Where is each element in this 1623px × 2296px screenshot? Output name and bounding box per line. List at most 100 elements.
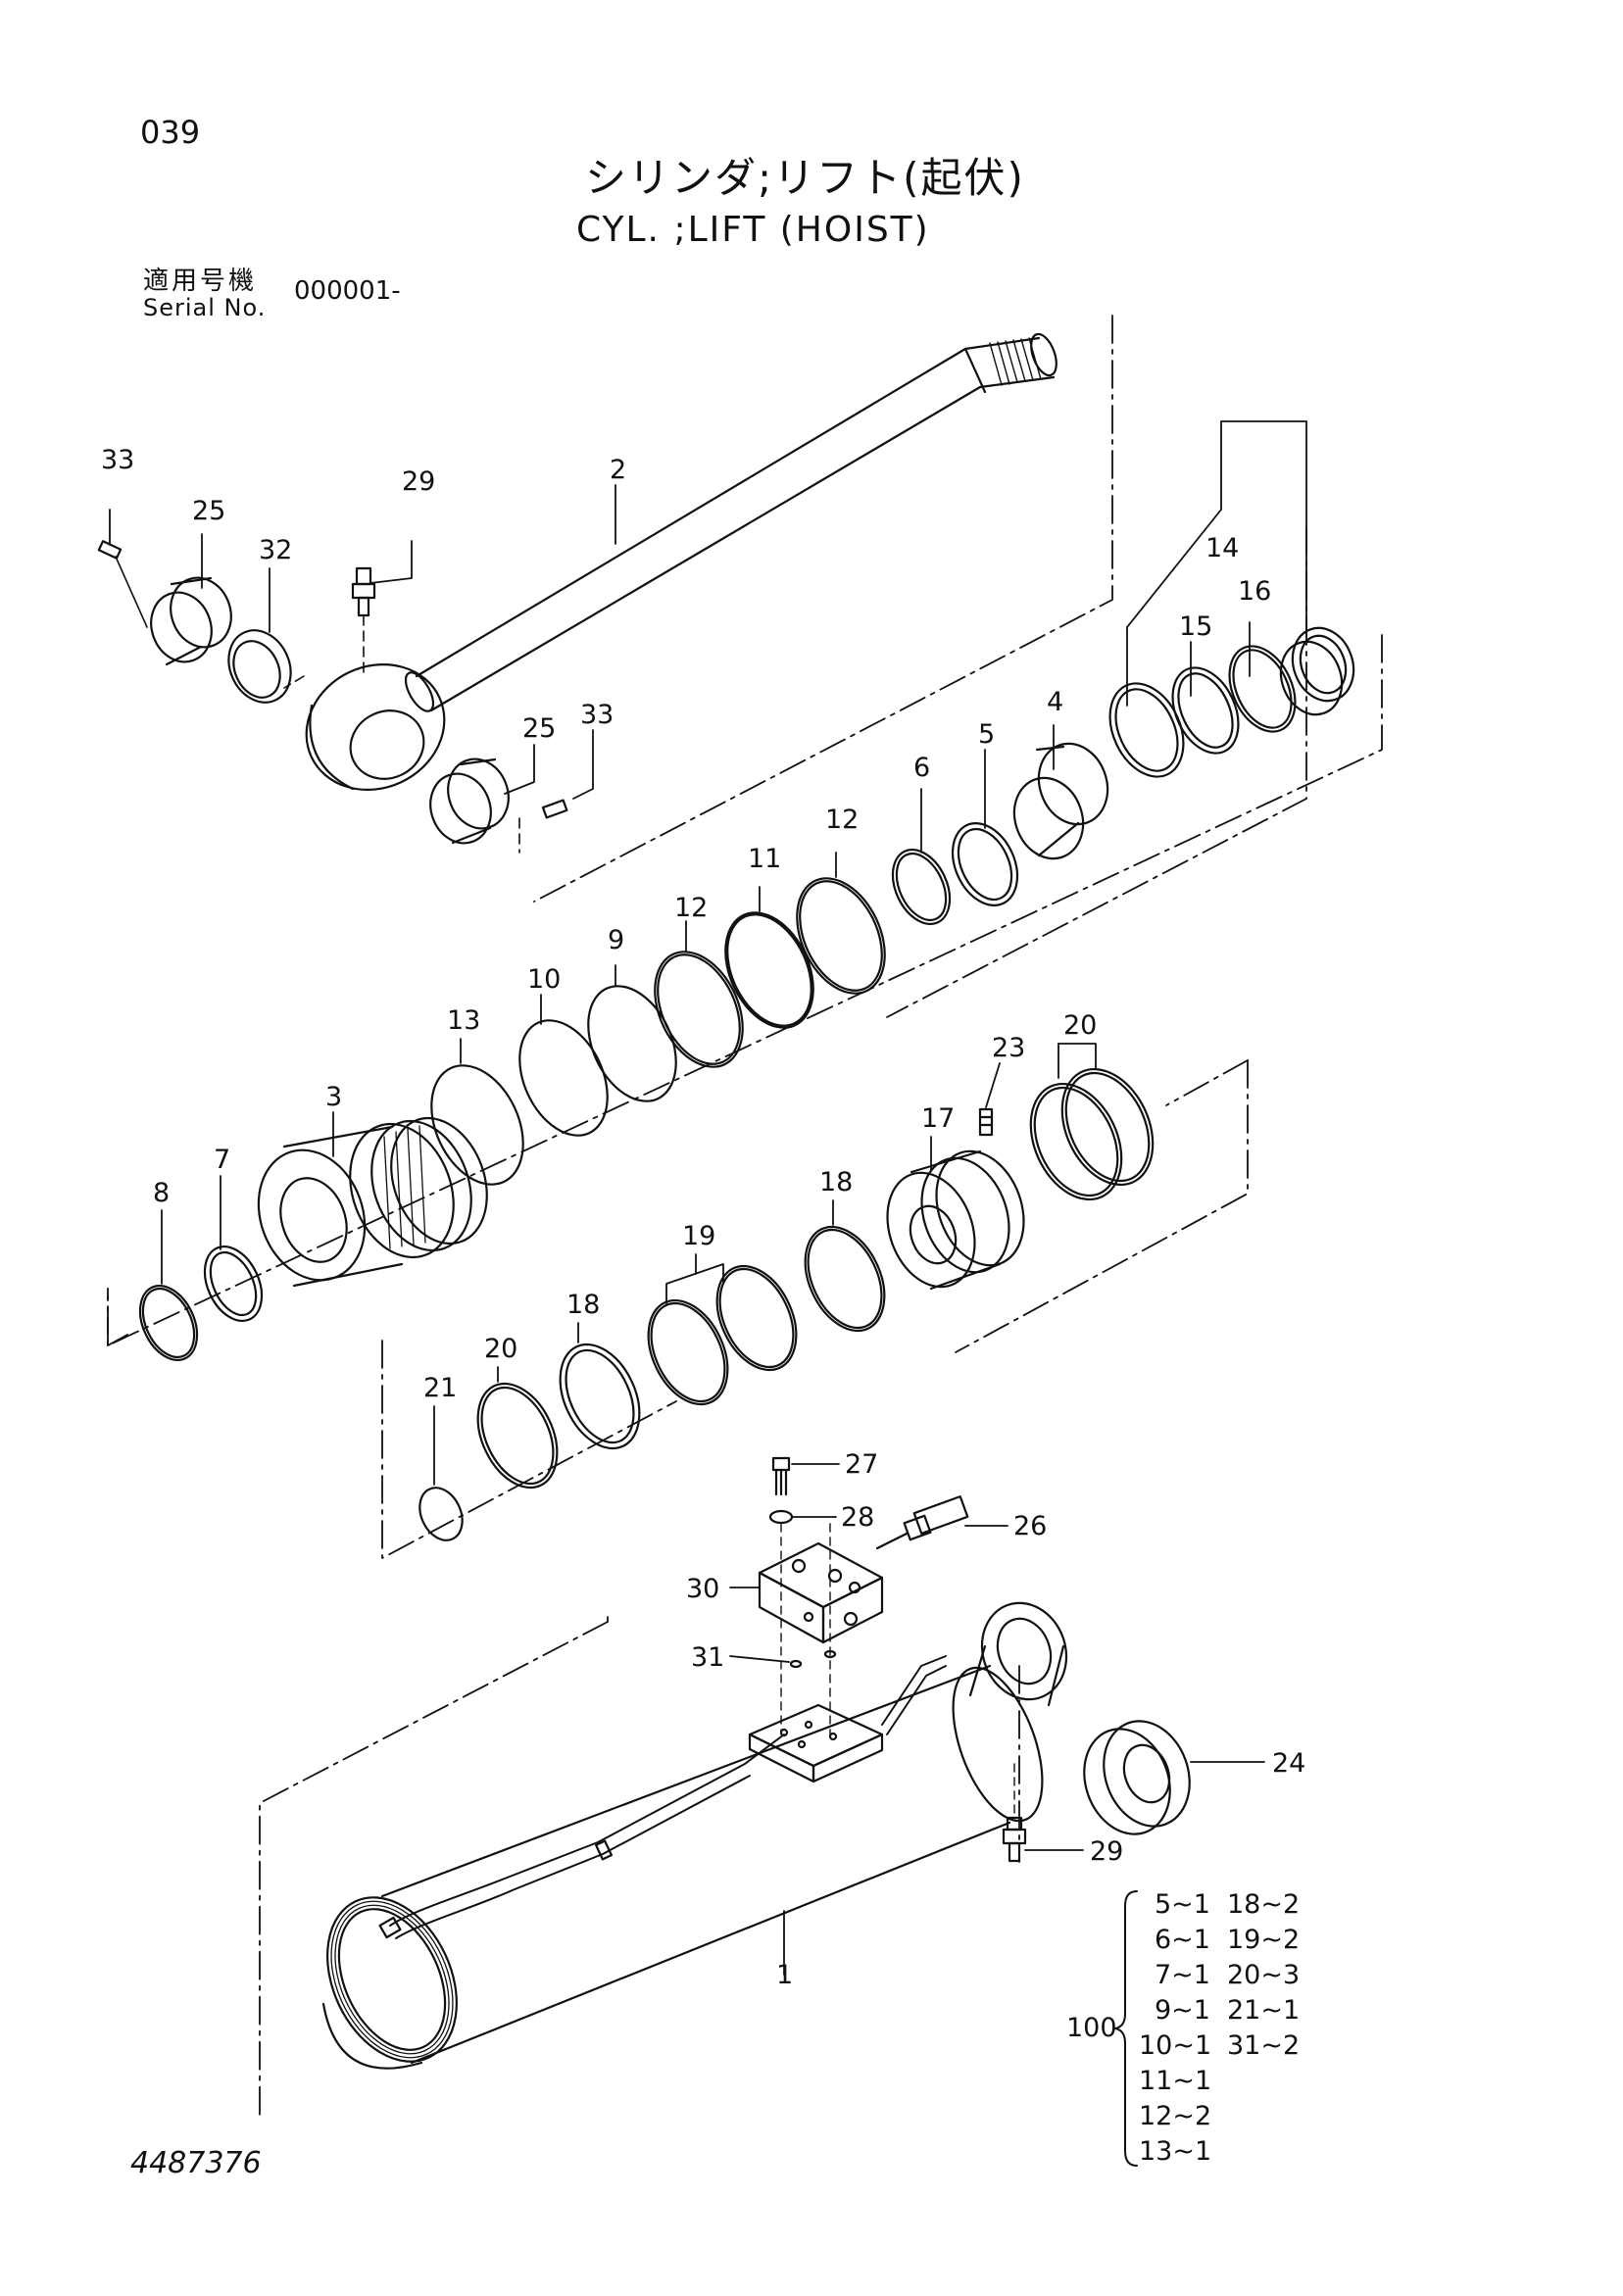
bushing-25-lower [429, 757, 510, 845]
callout-29-lower: 29 [1090, 1836, 1123, 1867]
callout-32: 32 [259, 535, 292, 565]
callout-30: 30 [686, 1574, 719, 1604]
callout-33-upper: 33 [101, 445, 134, 475]
rings-14-15-16 [1108, 626, 1355, 778]
kit-col1-row3: 7~1 [1155, 1960, 1210, 1990]
group-boundaries [107, 315, 1383, 2118]
kit-col2-row5: 31~2 [1227, 2030, 1300, 2061]
callout-1: 1 [776, 1960, 793, 1990]
bushing-4 [1012, 742, 1109, 860]
ring-11 [724, 911, 814, 1029]
serial-label-english: Serial No. [143, 294, 267, 321]
piston-rod-part-2 [305, 332, 1057, 792]
title-english: CYL. ;LIFT (HOIST) [576, 210, 930, 250]
callout-19: 19 [682, 1221, 715, 1251]
document-number: 4487376 [130, 2146, 262, 2180]
ring-13 [430, 1064, 524, 1186]
seal-32 [227, 629, 292, 704]
callout-2: 2 [610, 455, 626, 485]
bushing-25-upper [150, 576, 232, 666]
kit-col1-row7: 12~2 [1139, 2101, 1211, 2131]
ring-9 [587, 985, 677, 1102]
mounting-pad [748, 1703, 884, 1783]
kit-col2-row4: 21~1 [1227, 1995, 1300, 2026]
kit-col1-row1: 5~1 [1155, 1889, 1210, 1920]
callout-4: 4 [1047, 687, 1063, 717]
washer-28 [768, 1509, 794, 1525]
callout-8: 8 [153, 1178, 170, 1208]
callout-12-lower: 12 [674, 893, 708, 923]
callout-23: 23 [992, 1033, 1025, 1063]
callout-17: 17 [921, 1103, 955, 1134]
callout-6: 6 [913, 753, 930, 783]
serial-number-value: 000001- [294, 276, 401, 306]
kit-col2-row3: 20~3 [1227, 1960, 1300, 1990]
rings-19 [647, 1264, 798, 1406]
piston-part-17 [886, 1149, 1025, 1291]
kit-col1-row8: 13~1 [1139, 2136, 1211, 2167]
kit-col2-row2: 19~2 [1227, 1925, 1300, 1955]
serial-label-japanese: 適用号機 [143, 267, 258, 296]
relief-valve-26 [875, 1495, 969, 1550]
callout-28: 28 [841, 1502, 874, 1533]
callout-25-upper: 25 [192, 496, 225, 526]
callout-10: 10 [527, 964, 561, 995]
o-ring-21 [418, 1487, 464, 1541]
page-number: 039 [140, 114, 201, 151]
grease-fitting-29-upper [351, 566, 376, 677]
callout-20-lower: 20 [484, 1334, 517, 1364]
callout-labels: 33 25 32 29 2 25 33 14 15 16 4 5 6 12 11… [101, 445, 1305, 1990]
callout-26: 26 [1013, 1511, 1047, 1541]
callout-16: 16 [1238, 576, 1271, 607]
callout-29-upper: 29 [402, 466, 435, 497]
kit-col1-row6: 11~1 [1139, 2066, 1211, 2096]
cylinder-tube-part-1 [321, 1601, 1068, 2070]
callout-18-upper: 18 [819, 1167, 853, 1197]
ring-18-upper [804, 1225, 886, 1333]
grease-fitting-29-lower [1002, 1763, 1027, 1863]
ring-20-lower [476, 1382, 559, 1490]
callout-15: 15 [1179, 611, 1212, 642]
callout-25-lower: 25 [522, 713, 556, 744]
callout-3: 3 [325, 1082, 342, 1112]
ring-6 [891, 849, 952, 925]
callout-21: 21 [423, 1373, 457, 1403]
screw-27 [771, 1456, 791, 1496]
set-screw-23 [978, 1107, 994, 1137]
kit-col1-row2: 6~1 [1155, 1925, 1210, 1955]
callout-24: 24 [1272, 1748, 1305, 1779]
valve-block-30 [758, 1541, 884, 1644]
ring-10 [518, 1019, 609, 1137]
seal-7 [203, 1246, 264, 1322]
callout-33-lower: 33 [580, 700, 614, 730]
kit-col1-row5: 10~1 [1139, 2030, 1211, 2061]
callout-27: 27 [845, 1449, 878, 1480]
callout-14: 14 [1205, 533, 1239, 563]
set-screw-33-lower [518, 799, 568, 854]
rings-20-upper [1029, 1067, 1155, 1201]
callout-11: 11 [748, 844, 781, 874]
bushing-24 [1083, 1720, 1191, 1835]
callout-20-upper: 20 [1063, 1010, 1097, 1041]
callout-5: 5 [978, 719, 995, 750]
callout-12-upper: 12 [825, 805, 859, 835]
o-ring-12-upper [796, 877, 886, 995]
rod-cover-part-3 [257, 1116, 488, 1288]
callout-18-lower: 18 [566, 1290, 600, 1320]
seal-5 [951, 822, 1019, 906]
callout-7: 7 [214, 1145, 230, 1175]
callout-9: 9 [608, 925, 624, 955]
kit-col2-row1: 18~2 [1227, 1889, 1300, 1920]
kit-number: 100 [1066, 2013, 1117, 2043]
ring-18-lower [559, 1343, 641, 1450]
set-screw-33-upper [97, 540, 148, 628]
title-japanese: シリンダ;リフト(起伏) [585, 154, 1025, 202]
callout-31: 31 [691, 1642, 724, 1673]
kit-col1-row4: 9~1 [1155, 1995, 1210, 2026]
leader-lines [109, 420, 1307, 1976]
callout-13: 13 [447, 1005, 480, 1036]
o-rings-31 [789, 1649, 837, 1669]
seal-kit-table: 100 5~1 6~1 7~1 9~1 10~1 11~1 12~2 13~1 … [1066, 1889, 1300, 2167]
kit-brace [1114, 1890, 1138, 2167]
